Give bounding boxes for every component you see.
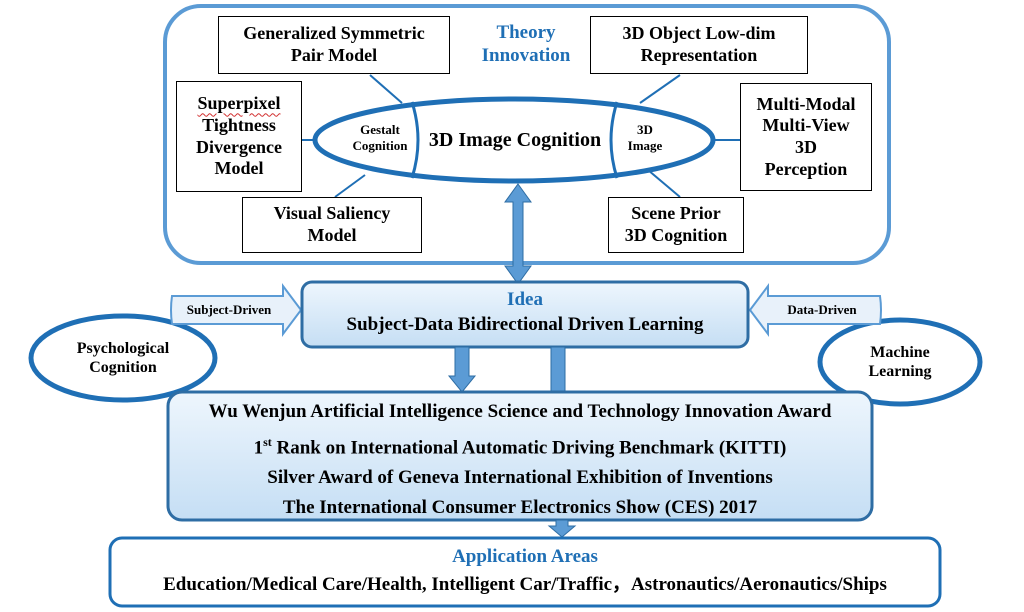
gestalt-line-2: Cognition xyxy=(352,137,408,153)
image3d-line-2: Image xyxy=(627,137,663,153)
award-kitti-text: Rank on International Automatic Driving … xyxy=(271,437,787,459)
data-driven-arrow xyxy=(748,283,882,337)
scene-line-2: 3D Cognition xyxy=(624,225,728,245)
idea-box xyxy=(300,280,750,349)
image3d-line-1: 3D xyxy=(637,122,653,137)
obj3d-line-2: Representation xyxy=(640,45,758,65)
image-3d-label: 3D Image xyxy=(616,122,674,153)
theory-title-line-2: Innovation xyxy=(481,44,571,66)
theory-title: Theory Innovation xyxy=(470,22,582,68)
award-kitti: 1st Rank on International Automatic Driv… xyxy=(168,427,872,463)
gestalt-cognition-label: Gestalt Cognition xyxy=(346,122,414,153)
machine-learning-label: Machine Learning xyxy=(832,343,968,381)
superpixel-box: Superpixel Tightness Divergence Model xyxy=(176,81,302,192)
idea-to-awards-connector xyxy=(550,346,566,394)
obj3d-line-1: 3D Object Low-dim xyxy=(622,23,776,44)
superpixel-line-2: Tightness xyxy=(202,114,276,135)
subject-driven-arrow xyxy=(170,283,303,337)
multi-modal-box: Multi-Modal Multi-View 3D Perception xyxy=(740,83,872,191)
idea-to-awards-arrow xyxy=(447,346,477,393)
gsp-line-1: Generalized Symmetric xyxy=(243,23,425,44)
gsp-line-2: Pair Model xyxy=(290,45,378,65)
saliency-line-2: Model xyxy=(307,225,357,245)
generalized-symmetric-pair-box: Generalized Symmetric Pair Model xyxy=(218,16,450,74)
spoke-lines xyxy=(302,74,740,198)
application-box xyxy=(108,536,942,608)
data-driven-label: Data-Driven xyxy=(787,302,857,317)
multimodal-line-3: 3D xyxy=(795,137,817,157)
award-wu-wenjun: Wu Wenjun Artificial Intelligence Scienc… xyxy=(208,401,832,422)
multimodal-line-1: Multi-Modal xyxy=(756,93,856,114)
subject-driven-label: Subject-Driven xyxy=(186,302,272,317)
application-title: Application Areas xyxy=(452,546,598,567)
superpixel-line-4: Model xyxy=(214,158,264,179)
award-geneva: Silver Award of Geneva International Exh… xyxy=(267,467,773,489)
image-cognition-label: 3D Image Cognition xyxy=(428,129,602,151)
scene-prior-box: Scene Prior 3D Cognition xyxy=(608,197,744,253)
award-kitti-number: 1 xyxy=(253,437,264,459)
multimodal-line-2: Multi-View xyxy=(762,115,850,136)
image3d-divider xyxy=(609,101,619,179)
idea-subtitle: Subject-Data Bidirectional Driven Learni… xyxy=(346,314,704,335)
psychological-cognition-label: Psychological Cognition xyxy=(40,339,206,377)
machine-learning-ellipse xyxy=(817,317,983,407)
superpixel-line-1: Superpixel xyxy=(197,93,281,114)
multimodal-line-4: Perception xyxy=(764,158,848,179)
saliency-line-1: Visual Saliency xyxy=(273,203,391,224)
superpixel-line-3: Divergence xyxy=(196,136,282,157)
award-kitti-ordinal: st xyxy=(263,435,272,449)
ml-line-1: Machine xyxy=(870,344,930,361)
theory-title-line-1: Theory xyxy=(496,22,556,43)
psych-line-1: Psychological xyxy=(76,340,170,357)
gestalt-divider xyxy=(410,101,420,179)
ml-line-2: Learning xyxy=(868,363,932,381)
gestalt-line-1: Gestalt xyxy=(360,122,400,137)
scene-line-1: Scene Prior xyxy=(631,203,721,224)
psych-line-2: Cognition xyxy=(89,359,157,377)
application-areas: Education/Medical Care/Health, Intellige… xyxy=(163,574,887,595)
awards-to-application-arrow xyxy=(547,519,577,538)
award-ces: The International Consumer Electronics S… xyxy=(282,497,758,519)
idea-title: Idea xyxy=(507,289,543,310)
awards-list: Wu Wenjun Artificial Intelligence Scienc… xyxy=(168,397,872,523)
object-low-dim-box: 3D Object Low-dim Representation xyxy=(590,16,808,74)
awards-box xyxy=(166,390,874,522)
visual-saliency-box: Visual Saliency Model xyxy=(242,197,422,253)
psychological-cognition-ellipse xyxy=(28,313,218,403)
